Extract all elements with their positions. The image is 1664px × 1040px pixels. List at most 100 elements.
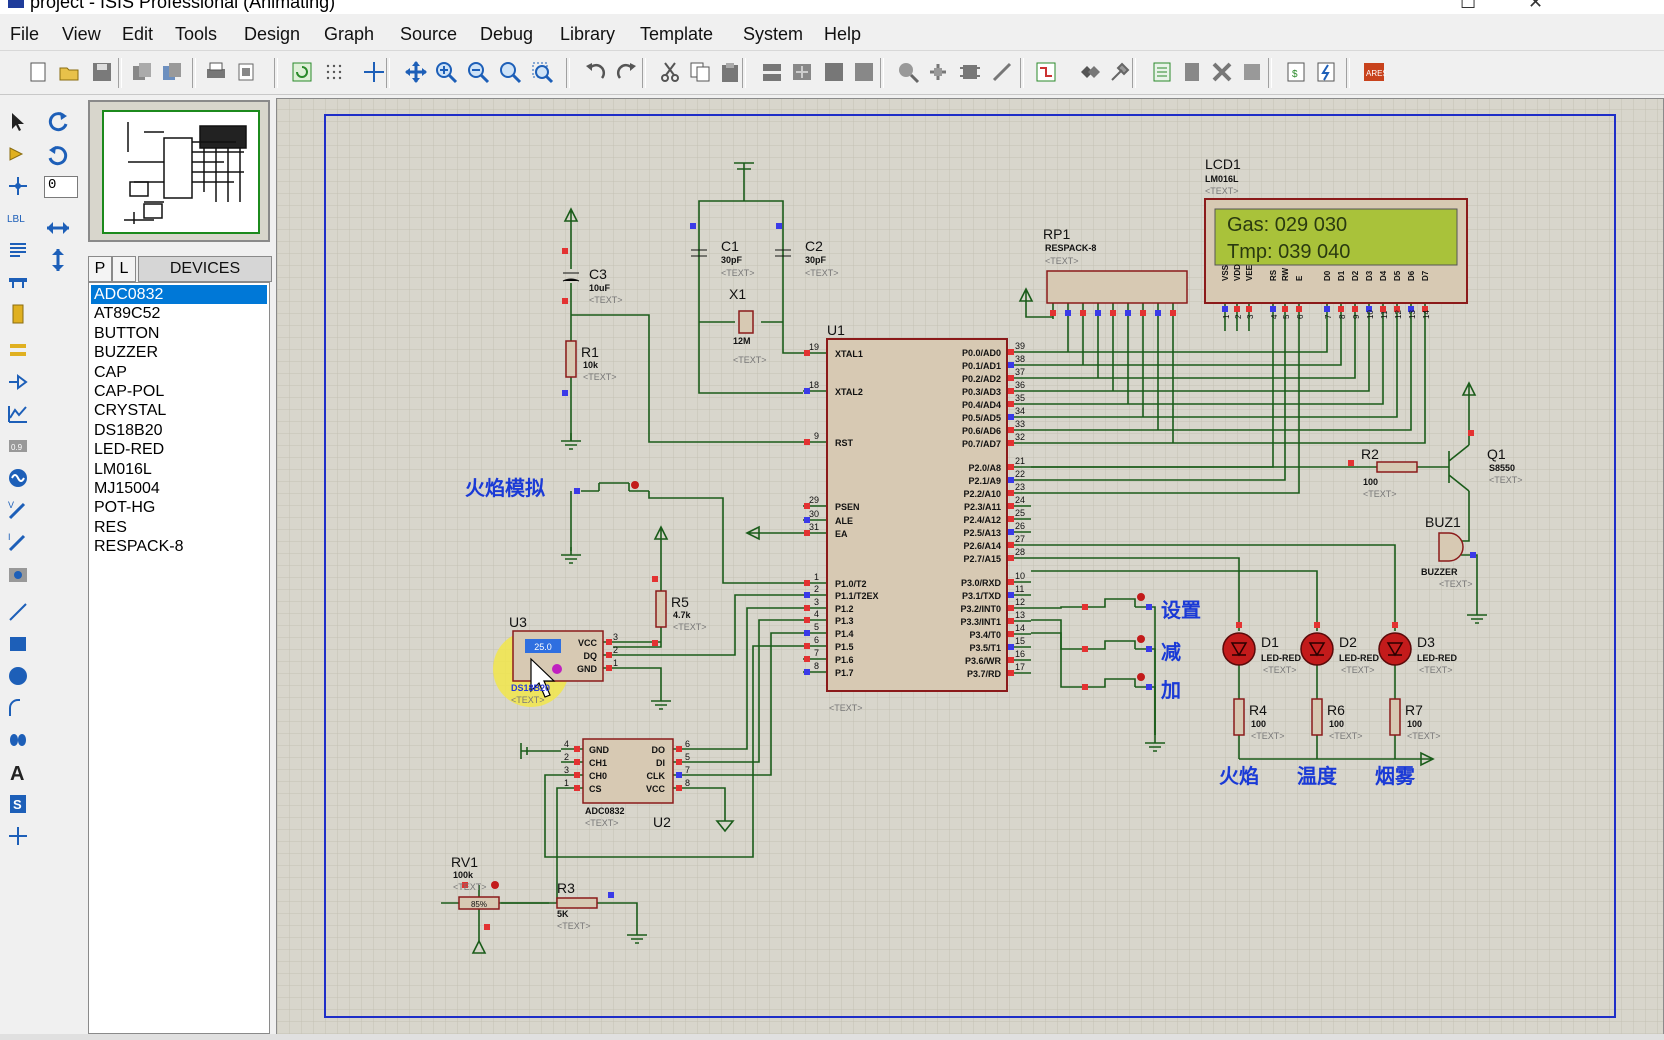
- device-list-item[interactable]: DS18B20: [94, 421, 163, 439]
- arc-2d-icon[interactable]: [6, 696, 30, 720]
- property-tool-icon[interactable]: [1108, 60, 1132, 84]
- print-icon[interactable]: [204, 60, 228, 84]
- design-explorer-icon[interactable]: [1150, 60, 1174, 84]
- menu-edit[interactable]: Edit: [122, 24, 154, 44]
- device-list-item[interactable]: AT89C52: [94, 305, 161, 323]
- block-delete-icon[interactable]: [852, 60, 876, 84]
- remove-sheet-icon[interactable]: [1210, 60, 1234, 84]
- electrical-rules-icon[interactable]: [1314, 60, 1338, 84]
- tape-recorder-icon[interactable]: 0.9: [6, 434, 30, 458]
- zoom-out-icon[interactable]: [466, 60, 490, 84]
- device-list-item[interactable]: RES: [94, 518, 127, 536]
- box-2d-icon[interactable]: [6, 632, 30, 656]
- text-script-icon[interactable]: [6, 238, 30, 262]
- redo-icon[interactable]: [614, 60, 638, 84]
- import-section-icon[interactable]: [130, 60, 154, 84]
- device-list-item[interactable]: CAP-POL: [94, 383, 165, 400]
- voltage-probe-icon[interactable]: V: [6, 498, 30, 522]
- circle-2d-icon[interactable]: [6, 664, 30, 688]
- device-list-item[interactable]: POT-HG: [94, 499, 156, 517]
- open-file-icon[interactable]: [58, 60, 82, 84]
- device-pins-icon[interactable]: [6, 370, 30, 394]
- device-list-item[interactable]: CRYSTAL: [94, 402, 167, 420]
- mirror-vertical-icon[interactable]: [44, 246, 72, 274]
- menu-file[interactable]: File: [10, 24, 40, 44]
- rotate-anticlockwise-icon[interactable]: [44, 142, 72, 170]
- menu-system[interactable]: System: [743, 24, 804, 44]
- overview-window[interactable]: [88, 100, 270, 242]
- pick-device-button[interactable]: P: [88, 256, 112, 282]
- menu-help[interactable]: Help: [824, 24, 862, 44]
- device-list-item[interactable]: MJ15004: [94, 480, 160, 497]
- block-copy-icon[interactable]: [760, 60, 784, 84]
- pan-icon[interactable]: [404, 60, 428, 84]
- virtual-instruments-icon[interactable]: [6, 562, 30, 586]
- mirror-horizontal-icon[interactable]: [44, 214, 72, 242]
- zoom-area-icon[interactable]: [530, 60, 554, 84]
- zoom-child-icon[interactable]: [1240, 60, 1264, 84]
- wire-autorouter-icon[interactable]: [1034, 60, 1058, 84]
- selection-mode-icon[interactable]: [6, 110, 30, 134]
- new-file-icon[interactable]: [26, 60, 50, 84]
- pick-parts-icon[interactable]: [896, 60, 920, 84]
- paste-icon[interactable]: [718, 60, 742, 84]
- rotate-clockwise-icon[interactable]: [44, 108, 72, 136]
- menu-debug[interactable]: Debug: [480, 24, 534, 44]
- wire-label-icon[interactable]: LBL: [6, 206, 30, 230]
- grid-icon[interactable]: [322, 60, 346, 84]
- packaging-tool-icon[interactable]: [958, 60, 982, 84]
- buses-icon[interactable]: [6, 270, 30, 294]
- device-list-item[interactable]: BUTTON: [94, 324, 160, 342]
- line-2d-icon[interactable]: [6, 600, 30, 624]
- save-file-icon[interactable]: [90, 60, 114, 84]
- device-list-item[interactable]: RESPACK-8: [94, 538, 184, 556]
- set-area-icon[interactable]: [234, 60, 258, 84]
- device-list-item[interactable]: LM016L: [94, 460, 152, 478]
- path-2d-icon[interactable]: [6, 728, 30, 752]
- device-list-item[interactable]: ADC0832: [91, 285, 267, 304]
- block-rotate-icon[interactable]: [822, 60, 846, 84]
- text-2d-icon[interactable]: A: [6, 760, 30, 785]
- current-probe-icon[interactable]: I: [6, 530, 30, 554]
- ares-netlist-icon[interactable]: ARES: [1362, 60, 1388, 84]
- menu-tools[interactable]: Tools: [175, 24, 218, 44]
- graph-mode-icon[interactable]: [6, 402, 30, 426]
- marker-2d-icon[interactable]: [6, 824, 30, 848]
- device-list-item[interactable]: BUZZER: [94, 344, 158, 362]
- close-icon[interactable]: ✕: [1528, 0, 1544, 12]
- rotation-angle-field[interactable]: 0: [44, 176, 78, 198]
- device-list-item[interactable]: CAP: [94, 363, 127, 381]
- redraw-icon[interactable]: [290, 60, 314, 84]
- library-manager-button[interactable]: L: [112, 256, 136, 282]
- terminals-icon[interactable]: [6, 338, 30, 362]
- copy-icon[interactable]: [688, 60, 712, 84]
- origin-icon[interactable]: [362, 60, 386, 84]
- make-device-icon[interactable]: [926, 60, 950, 84]
- menu-library[interactable]: Library: [560, 24, 616, 44]
- menu-view[interactable]: View: [62, 24, 101, 44]
- block-move-icon[interactable]: [790, 60, 814, 84]
- cut-icon[interactable]: [658, 60, 682, 84]
- menu-source[interactable]: Source: [400, 24, 458, 44]
- zoom-all-icon[interactable]: [498, 60, 522, 84]
- subcircuit-icon[interactable]: [6, 302, 30, 326]
- zoom-in-icon[interactable]: [434, 60, 458, 84]
- decompose-icon[interactable]: [990, 60, 1014, 84]
- symbol-2d-icon[interactable]: S: [6, 792, 30, 816]
- bill-of-materials-icon[interactable]: $: [1284, 60, 1308, 84]
- generator-icon[interactable]: [6, 466, 30, 490]
- search-tag-icon[interactable]: [1078, 60, 1102, 84]
- device-list-item[interactable]: LED-RED: [94, 441, 165, 459]
- junction-dot-icon[interactable]: [6, 174, 30, 198]
- menu-template[interactable]: Template: [640, 24, 714, 44]
- c1-ref: C1: [721, 238, 739, 254]
- menu-graph[interactable]: Graph: [324, 24, 375, 44]
- new-sheet-icon[interactable]: [1180, 60, 1204, 84]
- undo-icon[interactable]: [584, 60, 608, 84]
- maximize-icon[interactable]: ☐: [1460, 0, 1477, 12]
- export-section-icon[interactable]: [160, 60, 184, 84]
- component-mode-icon[interactable]: [6, 142, 30, 166]
- menu-design[interactable]: Design: [244, 24, 301, 44]
